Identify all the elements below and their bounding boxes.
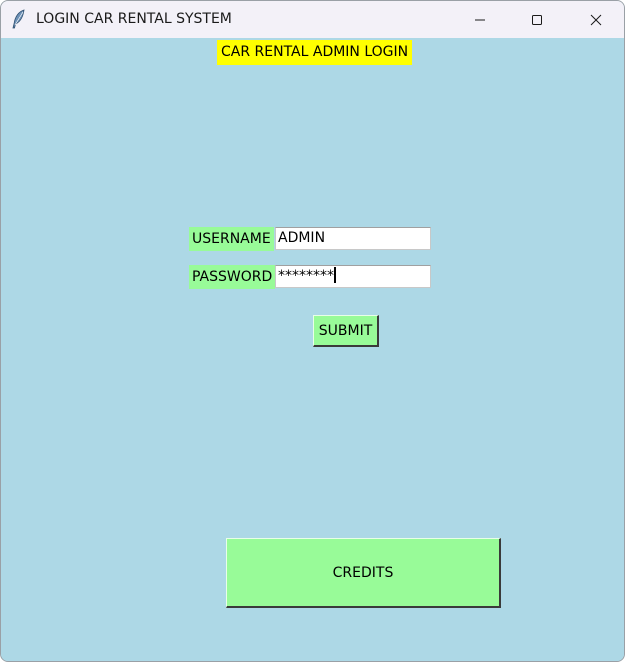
minimize-button[interactable] <box>457 1 503 38</box>
login-panel: CAR RENTAL ADMIN LOGIN USERNAME ADMIN PA… <box>1 38 624 661</box>
password-input[interactable]: ******** <box>275 265 431 288</box>
text-caret <box>334 267 336 283</box>
maximize-icon <box>532 14 542 25</box>
submit-button[interactable]: SUBMIT <box>313 315 379 347</box>
password-value: ******** <box>278 268 334 284</box>
username-input[interactable]: ADMIN <box>275 227 431 250</box>
close-button[interactable] <box>573 1 619 38</box>
feather-icon <box>12 9 25 29</box>
minimize-icon <box>475 19 485 20</box>
credits-button[interactable]: CREDITS <box>226 538 501 608</box>
maximize-button[interactable] <box>514 1 560 38</box>
window-title: LOGIN CAR RENTAL SYSTEM <box>36 11 232 27</box>
username-label: USERNAME <box>189 227 274 251</box>
password-label: PASSWORD <box>189 265 276 289</box>
page-title: CAR RENTAL ADMIN LOGIN <box>217 40 413 65</box>
title-bar[interactable]: LOGIN CAR RENTAL SYSTEM <box>1 1 624 38</box>
close-icon <box>590 14 602 25</box>
username-value: ADMIN <box>278 230 326 246</box>
